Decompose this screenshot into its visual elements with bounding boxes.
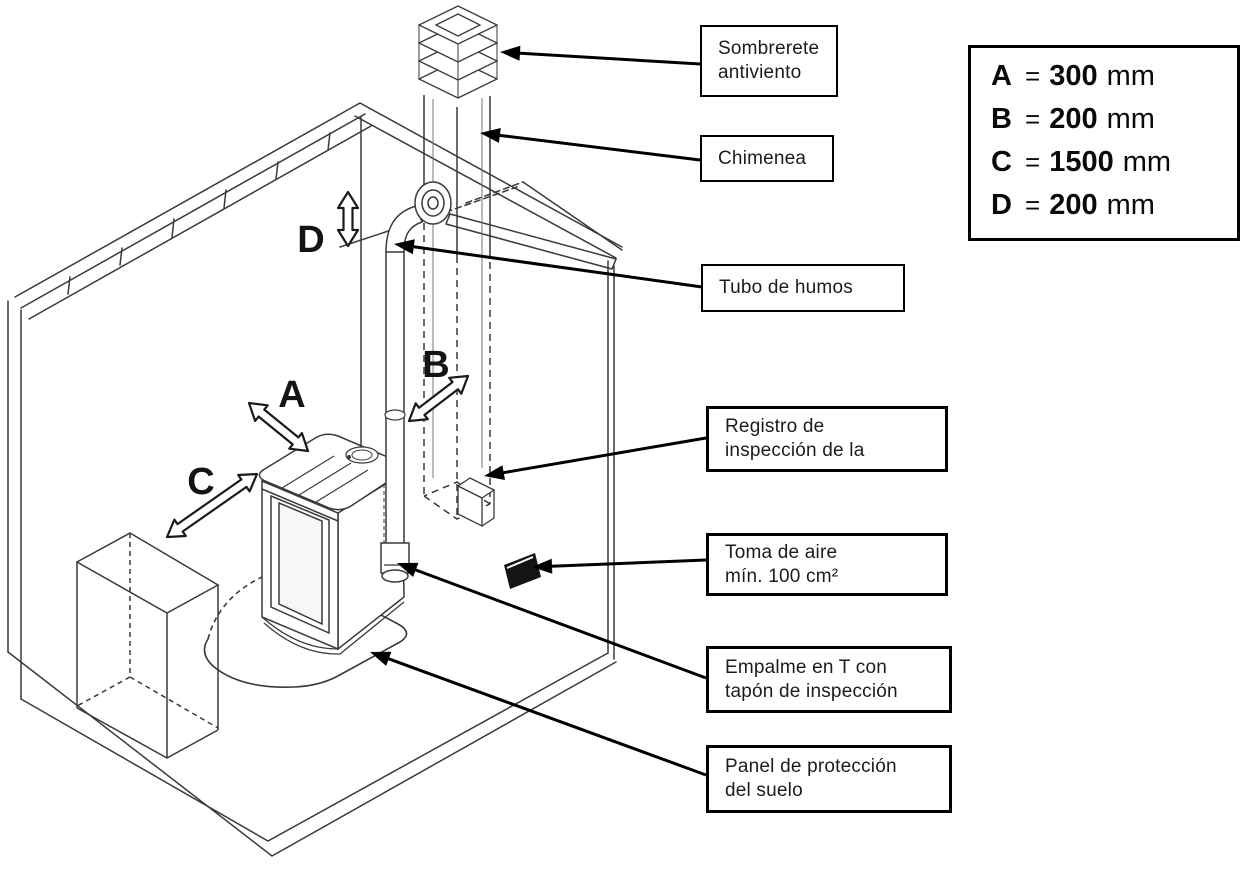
leader-arrowhead-2	[394, 239, 415, 255]
dimensions-legend: A = 300 mm B = 200 mm C = 1500 mm D = 20…	[968, 45, 1240, 241]
legend-value: 200	[1049, 189, 1098, 221]
leader-arrowhead-3	[484, 465, 505, 480]
callout-line: tapón de inspección	[725, 680, 898, 702]
dimension-letter-A: A	[278, 374, 305, 416]
legend-row-a: A = 300 mm	[991, 60, 1237, 103]
legend-row-c: C = 1500 mm	[991, 146, 1237, 189]
dimension-arrow-A	[247, 401, 310, 453]
legend-value: 300	[1049, 60, 1098, 92]
chimney	[417, 5, 499, 520]
callout-tubo-de-humos: Tubo de humos	[701, 264, 905, 312]
legend-letter: C	[991, 146, 1012, 178]
wall-flange	[414, 181, 452, 225]
stove-top-slats	[281, 455, 369, 503]
dimension-arrow-D	[336, 190, 360, 248]
floor-protection-panel	[203, 571, 408, 688]
stove-control-panel	[345, 446, 379, 464]
callout-line: inspección de la	[725, 440, 865, 461]
callout-line: Panel de protección	[725, 756, 897, 778]
dimension-arrow-C	[165, 472, 259, 539]
legend-unit: mm	[1106, 103, 1155, 135]
leader-arrowhead-1	[480, 128, 501, 143]
legend-unit: mm	[1122, 146, 1172, 178]
callout-toma-de-aire: Toma de aire mín. 100 cm²	[706, 533, 948, 596]
annotations-layer: A B C D	[165, 45, 707, 777]
leader-line-5	[405, 565, 707, 680]
legend-value: 200	[1049, 103, 1098, 135]
legend-letter: B	[991, 103, 1012, 135]
callout-sombrerete-antiviento: Sombrerete antiviento	[700, 25, 838, 97]
legend-equals: =	[1025, 104, 1041, 134]
leader-line-6	[378, 653, 707, 777]
leader-arrowhead-5	[397, 562, 419, 577]
callout-line: Sombrerete	[718, 38, 820, 60]
stove-door-glass	[278, 501, 323, 626]
legend-equals: =	[1025, 147, 1041, 177]
dimension-arrow-B	[407, 374, 470, 423]
right-wall-corner	[607, 260, 615, 660]
dimension-letter-B: B	[422, 344, 449, 386]
roof-tile-ticks	[67, 132, 331, 295]
callout-line: mín. 100 cm²	[725, 565, 839, 587]
callout-line: Toma de aire	[725, 541, 838, 563]
flue-pipe	[380, 181, 452, 583]
leader-arrowhead-4	[532, 558, 553, 574]
leader-line-2	[403, 243, 703, 289]
leader-line-0	[509, 51, 701, 66]
legend-equals: =	[1025, 61, 1041, 91]
wind-cap-icon	[417, 5, 499, 99]
dimension-letter-C: C	[187, 461, 214, 503]
stove-plinth	[261, 601, 405, 655]
callout-line: Tubo de humos	[719, 277, 853, 299]
air-intake-vent	[504, 553, 541, 589]
callout-line: Empalme en T con	[725, 656, 887, 678]
callout-line: Chimenea	[718, 147, 807, 169]
callout-chimenea: Chimenea	[700, 135, 834, 182]
t-inspection-cap	[381, 569, 409, 583]
legend-letter: D	[991, 189, 1012, 221]
dimension-letter-D: D	[297, 219, 324, 261]
pellet-stove	[258, 433, 405, 655]
callout-line: del suelo	[725, 780, 803, 801]
leader-line-4	[541, 558, 707, 569]
leader-arrowhead-6	[370, 651, 392, 666]
leader-arrowhead-0	[500, 45, 521, 61]
legend-equals: =	[1025, 190, 1041, 220]
callout-panel-proteccion: Panel de protección del suelo	[706, 745, 952, 813]
pipe-coupling	[384, 409, 406, 421]
leader-line-1	[489, 132, 701, 162]
callout-empalme-en-t: Empalme en T con tapón de inspección	[706, 646, 952, 713]
inspection-hatch	[456, 477, 496, 528]
house-outline	[7, 102, 623, 857]
legend-value: 1500	[1049, 146, 1114, 178]
legend-letter: A	[991, 60, 1012, 92]
legend-row-b: B = 200 mm	[991, 103, 1237, 146]
legend-unit: mm	[1106, 189, 1155, 221]
leader-line-3	[493, 436, 707, 476]
callout-line: antiviento	[718, 62, 802, 83]
legend-row-d: D = 200 mm	[991, 189, 1237, 232]
eave-fascia	[445, 213, 617, 270]
furniture-box	[75, 532, 220, 759]
callout-line: Registro de	[725, 416, 825, 438]
legend-unit: mm	[1106, 60, 1155, 92]
callout-registro-inspeccion: Registro de inspección de la	[706, 406, 948, 472]
stove-door	[270, 494, 330, 635]
